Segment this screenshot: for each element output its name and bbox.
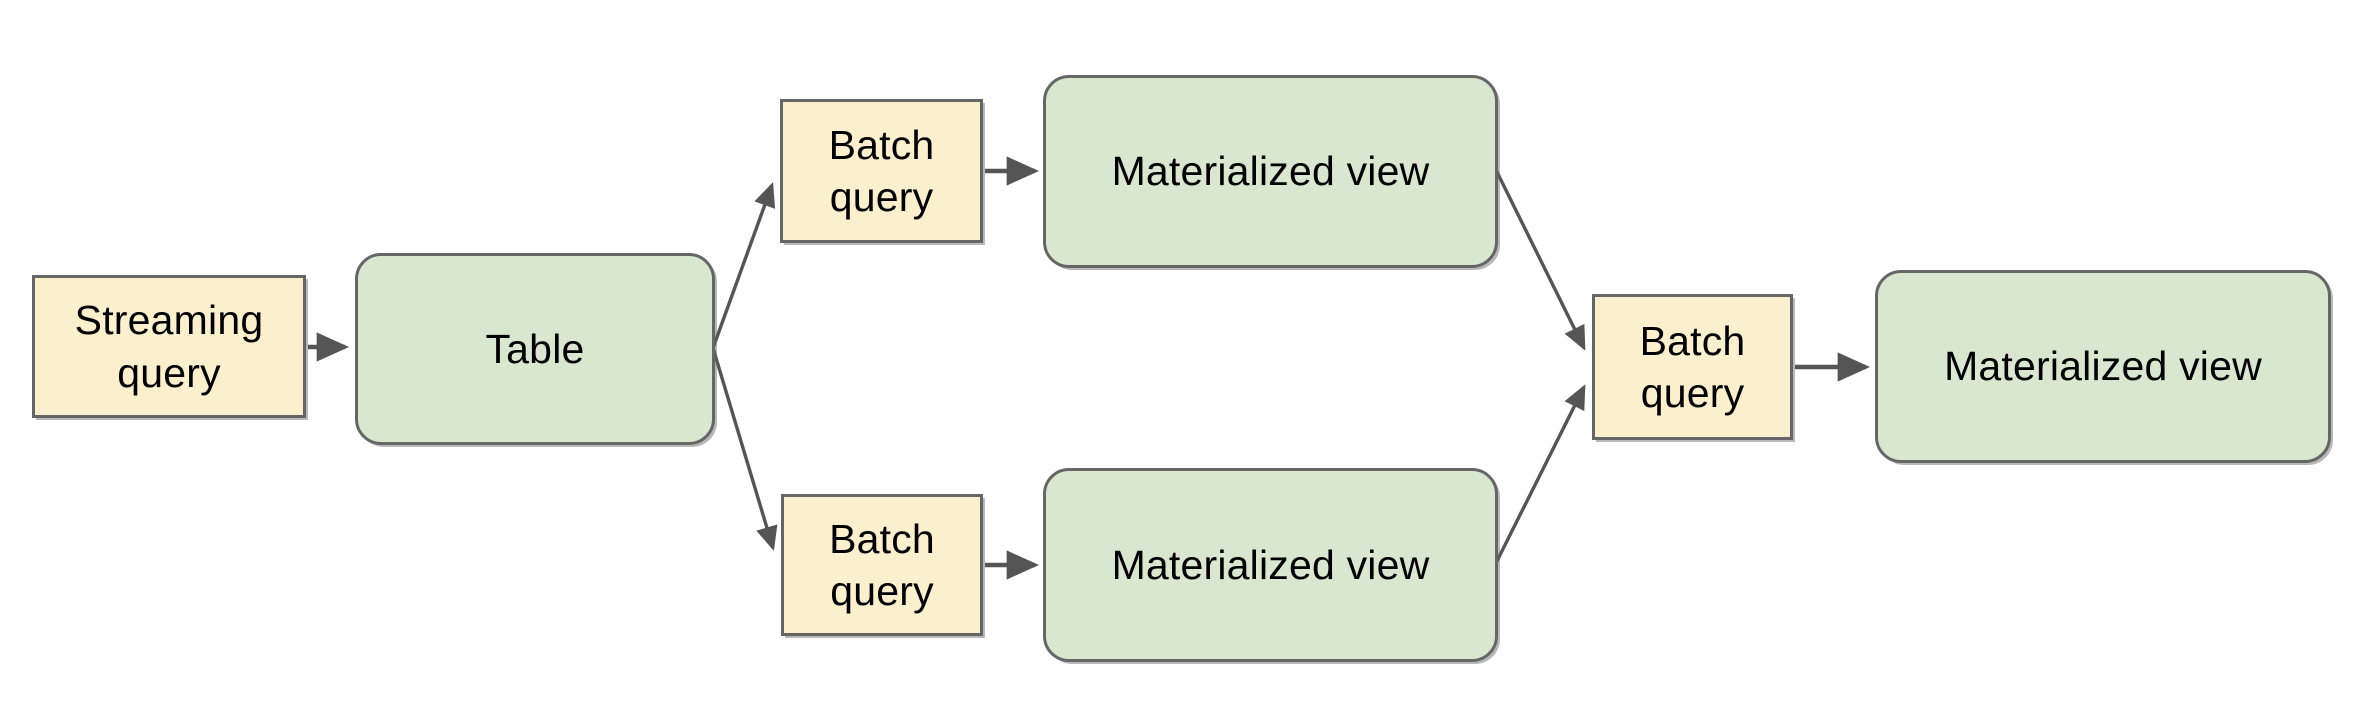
node-label-batch-query-join: Batch query xyxy=(1639,317,1746,416)
edge-materialized-view-bottom-to-batch-query-join xyxy=(1494,384,1586,564)
node-materialized-view-final[interactable]: Materialized view xyxy=(1875,270,2331,463)
node-label-materialized-view-final: Materialized view xyxy=(1944,343,2262,390)
node-batch-query-bottom[interactable]: Batch query xyxy=(781,494,983,636)
edge-table-to-batch-query-top xyxy=(711,182,776,349)
node-materialized-view-top[interactable]: Materialized view xyxy=(1043,75,1498,268)
node-label-batch-query-top: Batch query xyxy=(828,121,935,220)
node-batch-query-top[interactable]: Batch query xyxy=(780,99,983,243)
edge-table-to-batch-query-bottom xyxy=(711,347,778,551)
edge-materialized-view-top-to-batch-query-join xyxy=(1494,169,1586,351)
node-label-batch-query-bottom: Batch query xyxy=(829,515,935,614)
node-materialized-view-bottom[interactable]: Materialized view xyxy=(1043,468,1498,662)
node-table[interactable]: Table xyxy=(355,253,715,445)
node-batch-query-join[interactable]: Batch query xyxy=(1592,294,1793,440)
node-label-materialized-view-top: Materialized view xyxy=(1111,148,1430,195)
node-label-materialized-view-bottom: Materialized view xyxy=(1111,541,1430,588)
node-label-streaming-query: Streaming query xyxy=(74,297,264,396)
node-label-table: Table xyxy=(485,325,585,372)
node-streaming-query[interactable]: Streaming query xyxy=(32,275,306,418)
